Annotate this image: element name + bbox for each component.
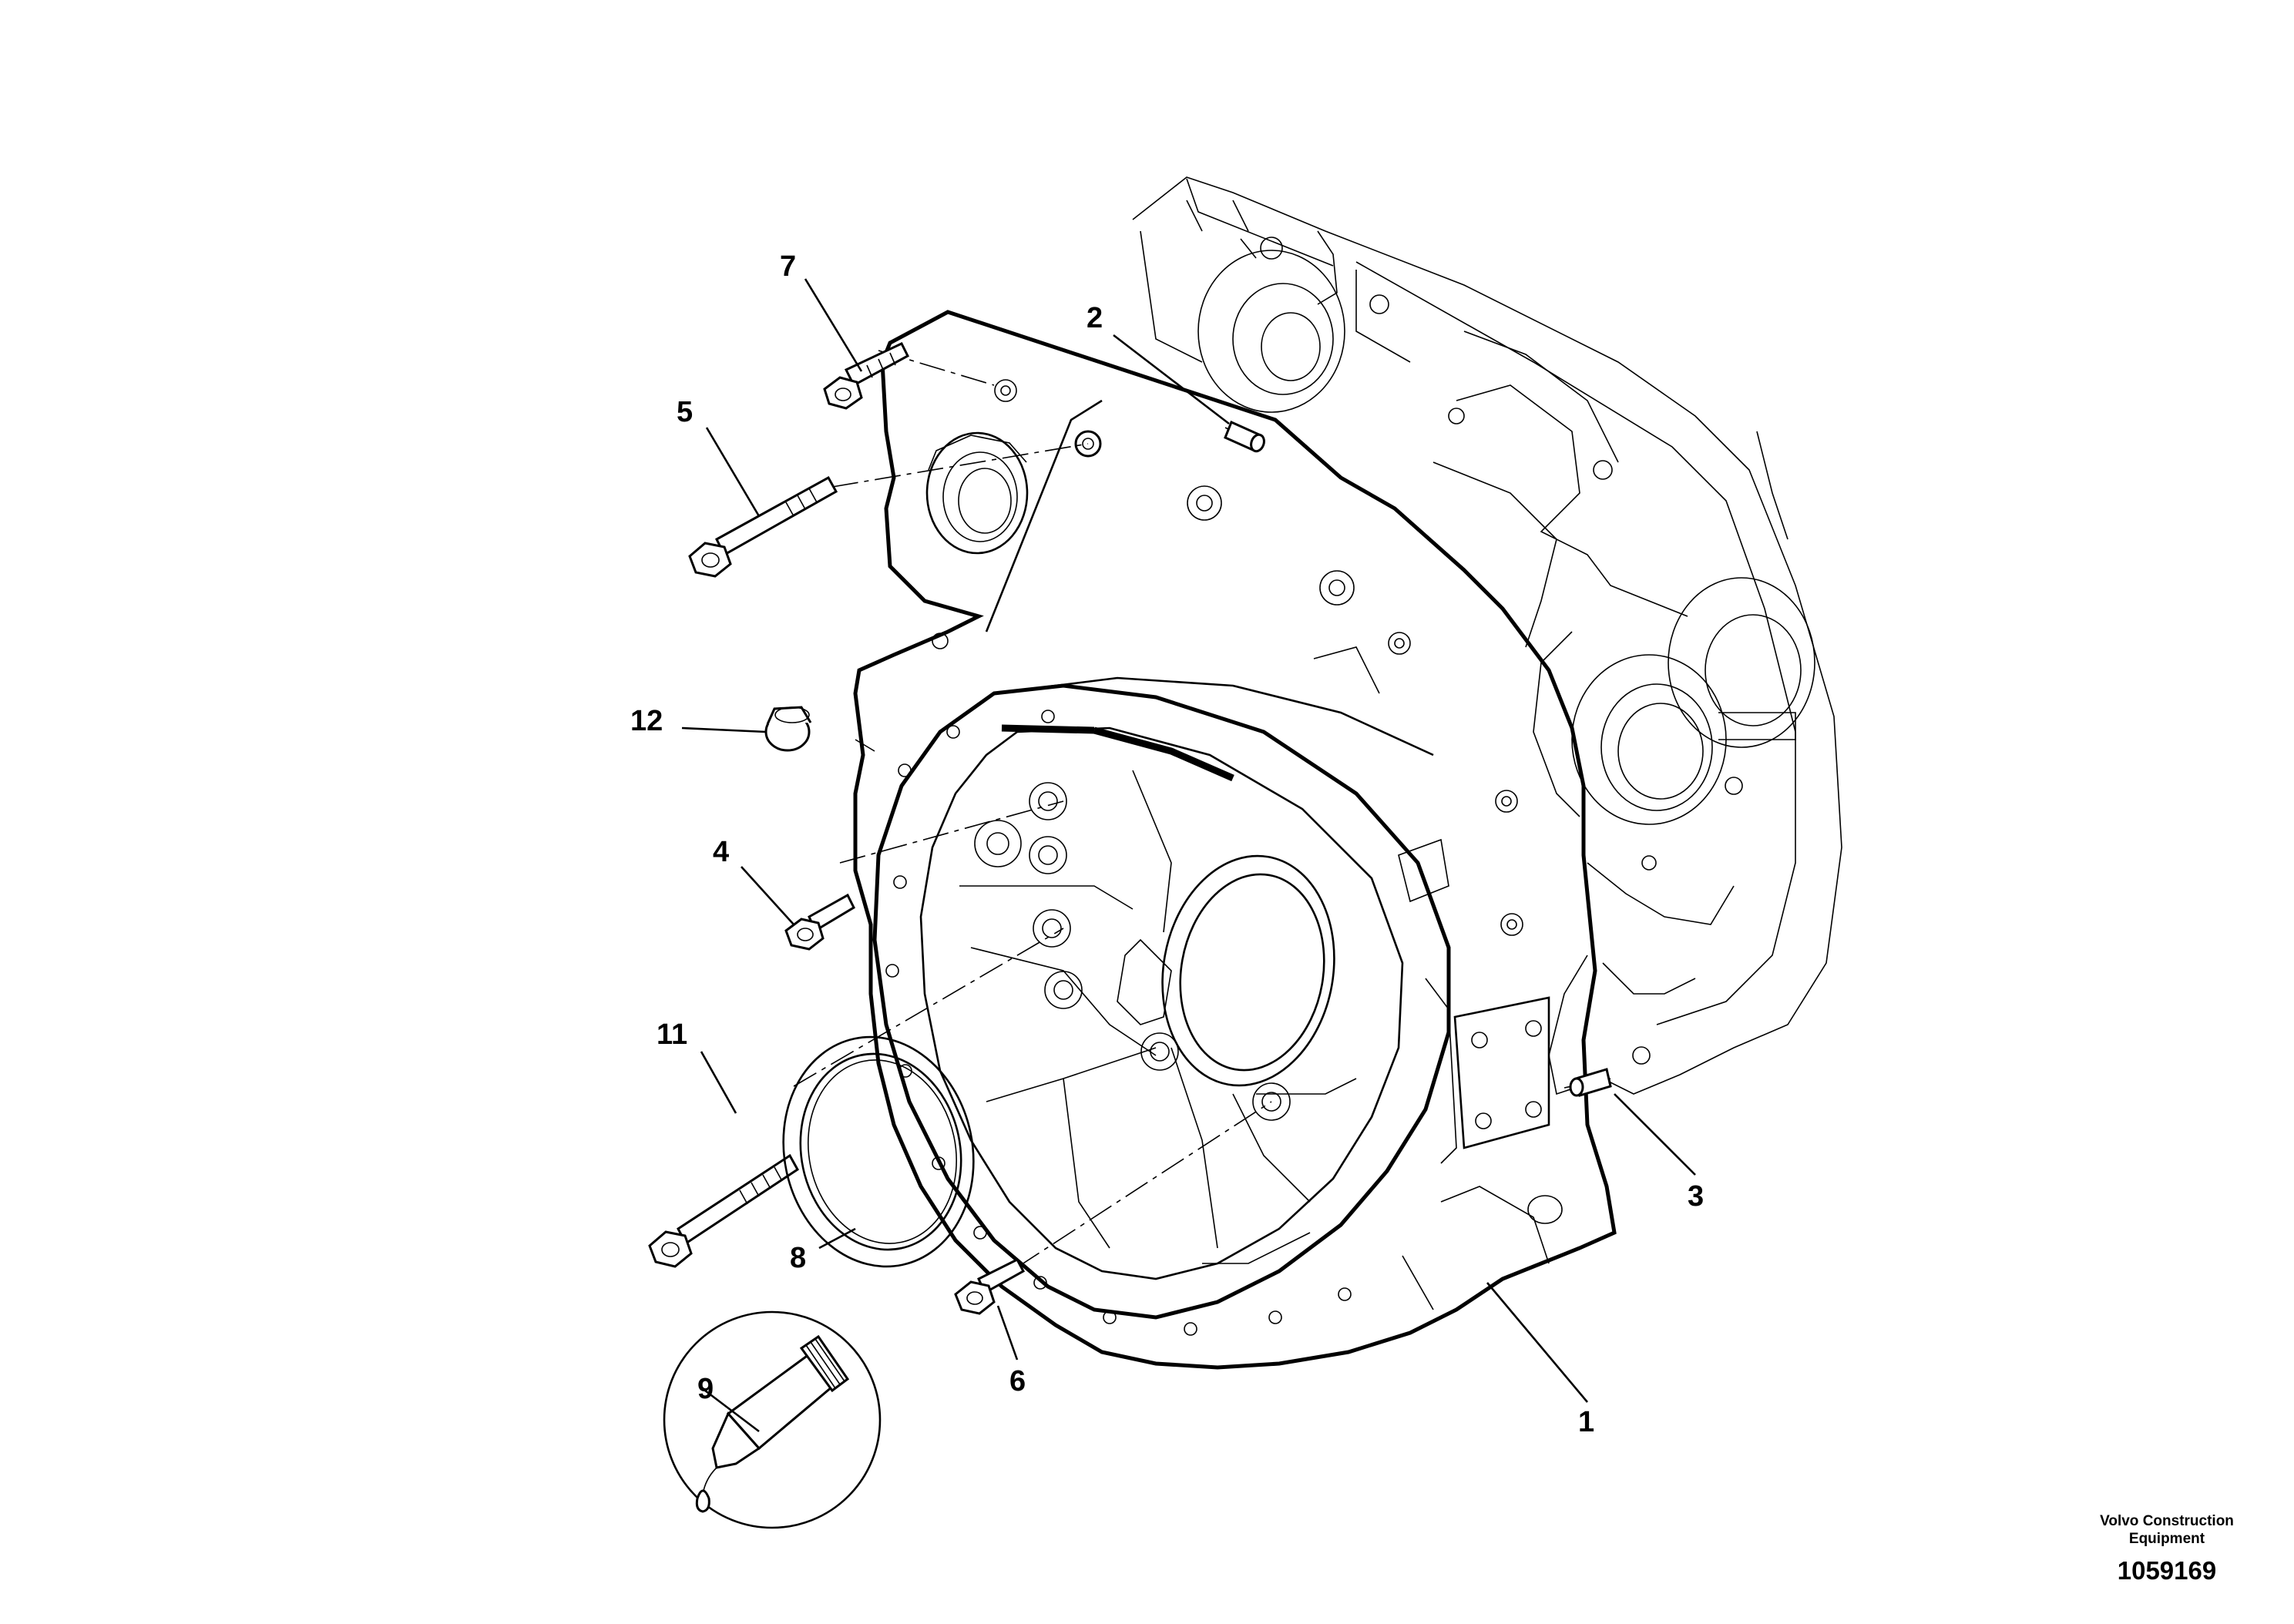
- drawing-footer: Volvo Construction Equipment 1059169: [2100, 1513, 2234, 1585]
- callout-2: 2: [1087, 302, 1103, 334]
- callout-7: 7: [780, 250, 796, 283]
- flywheel-housing: [853, 310, 1617, 1370]
- company-name-line1: Volvo Construction: [2100, 1513, 2234, 1529]
- assembly-centerlines: [793, 350, 1611, 1268]
- company-name-line2: Equipment: [2129, 1531, 2205, 1547]
- flange-bolt-6: [954, 1258, 1026, 1315]
- seal-ring-8: [782, 1035, 975, 1268]
- callout-1: 1: [1578, 1406, 1594, 1438]
- callout-9: 9: [697, 1373, 714, 1405]
- callout-5: 5: [677, 396, 693, 428]
- callout-6: 6: [1009, 1365, 1026, 1398]
- timing-gear-casing: [1132, 176, 1842, 1096]
- long-flange-bolt-5: [688, 475, 838, 578]
- dowel-pin-3: [1569, 1068, 1612, 1097]
- callout-11: 11: [657, 1018, 687, 1051]
- callout-12: 12: [630, 705, 663, 737]
- plug-12: [764, 706, 812, 752]
- callout-labels: 1 2 3 4 5 6 7 8 9 11 12: [630, 250, 1704, 1438]
- flange-bolt-4: [784, 893, 855, 951]
- dowel-pin-2: [1224, 420, 1265, 453]
- drawing-number: 1059169: [2118, 1556, 2216, 1585]
- long-bolt-11: [648, 1153, 799, 1268]
- callout-4: 4: [713, 836, 729, 868]
- flange-bolt-7: [823, 342, 909, 410]
- leader-lines: [681, 278, 1696, 1433]
- callout-8: 8: [790, 1242, 806, 1274]
- callout-3: 3: [1688, 1180, 1704, 1213]
- sealant-detail: [663, 1310, 882, 1529]
